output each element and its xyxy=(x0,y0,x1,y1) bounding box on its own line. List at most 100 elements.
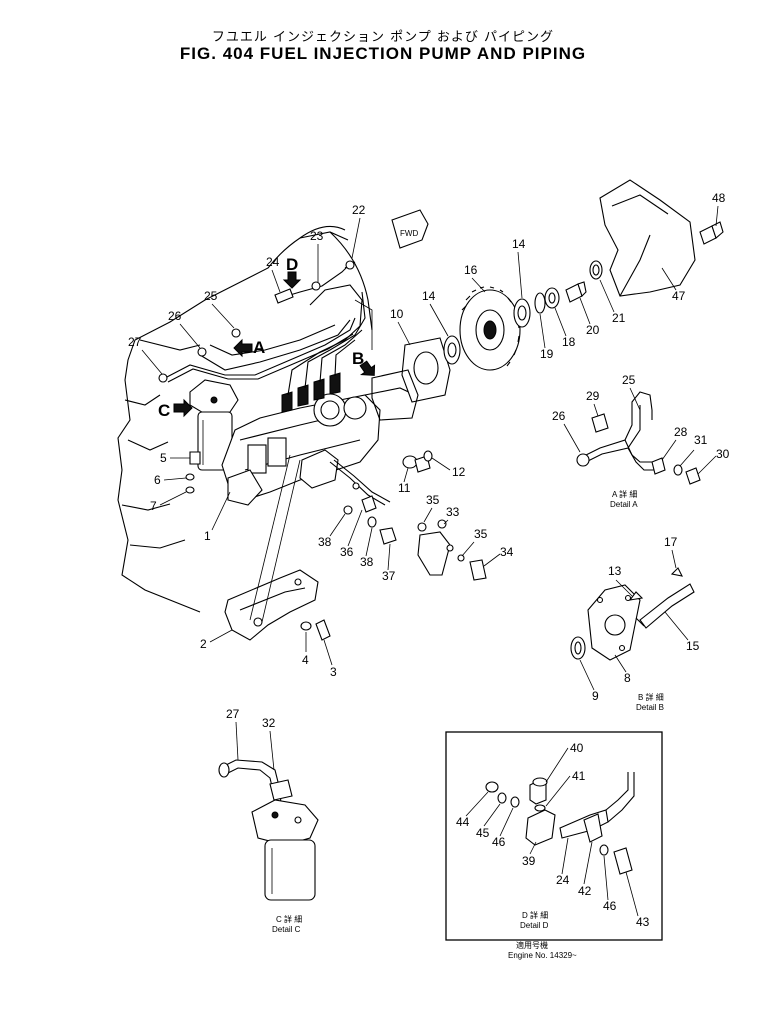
part-label-11: 11 xyxy=(398,481,411,495)
bearing-14b xyxy=(513,298,531,328)
part-label-14b: 14 xyxy=(512,237,526,251)
detail-b-jp: B 詳 細 xyxy=(638,692,664,702)
part-label-46a: 46 xyxy=(492,835,506,849)
view-marker-d-label: D xyxy=(286,255,298,274)
figure-title: FIG. 404 FUEL INJECTION PUMP AND PIPING xyxy=(179,44,587,63)
part-label-39: 39 xyxy=(522,854,536,868)
detail-d-jp: D 詳 細 xyxy=(522,910,548,920)
detail-d-box xyxy=(445,731,663,941)
part-label-27c: 27 xyxy=(226,707,240,721)
injection-pump-body xyxy=(221,372,416,506)
part-label-24d: 24 xyxy=(556,873,570,887)
part-label-10: 10 xyxy=(390,307,404,321)
bracket xyxy=(224,454,319,641)
part-label-3: 3 xyxy=(330,665,337,679)
gear-cover-47 xyxy=(599,179,696,297)
part-label-4: 4 xyxy=(302,653,309,667)
pump-drive-cover xyxy=(401,337,451,403)
detail-captions: A 詳 細 Detail A B 詳 細 Detail B C 詳 細 Deta… xyxy=(272,489,664,960)
detail-c-jp: C 詳 細 xyxy=(276,914,302,924)
part-label-40: 40 xyxy=(570,741,584,755)
part-label-28: 28 xyxy=(674,425,688,439)
part-callouts: 1 2 3 4 5 6 7 8 9 10 11 12 13 14 14 15 1 xyxy=(128,191,730,929)
gasket-10 xyxy=(371,369,419,421)
part-label-13: 13 xyxy=(608,564,622,578)
part-label-38b: 38 xyxy=(360,555,374,569)
title-japanese: フユエル インジェクション ポンプ および パイピング xyxy=(211,30,555,45)
detail-b-drawing xyxy=(570,567,695,661)
part-label-38a: 38 xyxy=(318,535,332,549)
bolt-48 xyxy=(699,221,724,245)
part-label-26: 26 xyxy=(168,309,182,323)
part-label-44: 44 xyxy=(456,815,470,829)
part-label-36: 36 xyxy=(340,545,354,559)
part-label-42: 42 xyxy=(578,884,592,898)
view-marker-c: C xyxy=(158,398,193,420)
part-label-1: 1 xyxy=(204,529,211,543)
part-label-7: 7 xyxy=(150,499,157,513)
detail-c-drawing xyxy=(218,759,319,901)
nut-18 xyxy=(544,287,560,309)
view-marker-c-label: C xyxy=(158,401,170,420)
part-label-17: 17 xyxy=(664,535,678,549)
part-label-32: 32 xyxy=(262,716,276,730)
detail-b-en: Detail B xyxy=(636,703,664,712)
part-label-24: 24 xyxy=(266,255,280,269)
part-label-6: 6 xyxy=(154,473,161,487)
part-label-21: 21 xyxy=(612,311,626,325)
view-marker-d: D xyxy=(282,255,302,289)
injection-piping xyxy=(158,260,366,396)
part-label-16: 16 xyxy=(464,263,478,277)
part-label-41: 41 xyxy=(572,769,586,783)
part-label-47: 47 xyxy=(672,289,686,303)
part-label-29: 29 xyxy=(586,389,600,403)
part-label-26a: 26 xyxy=(552,409,566,423)
fuel-filter-main xyxy=(189,379,239,471)
part-label-30: 30 xyxy=(716,447,730,461)
part-label-5: 5 xyxy=(160,451,167,465)
part-label-19: 19 xyxy=(540,347,554,361)
nut-21 xyxy=(589,260,603,280)
part-label-8: 8 xyxy=(624,671,631,685)
part-label-31: 31 xyxy=(694,433,708,447)
part-label-12: 12 xyxy=(452,465,466,479)
part-label-34: 34 xyxy=(500,545,514,559)
bearing-14a xyxy=(443,335,461,365)
bolt-11 xyxy=(402,450,433,473)
part-label-2: 2 xyxy=(200,637,207,651)
detail-a-drawing xyxy=(576,391,701,485)
fwd-label: FWD xyxy=(400,229,418,238)
part-label-14a: 14 xyxy=(422,289,436,303)
part-label-22: 22 xyxy=(352,203,366,217)
fwd-arrow-tag: FWD xyxy=(391,209,429,249)
part-label-18: 18 xyxy=(562,335,576,349)
part-label-43: 43 xyxy=(636,915,650,929)
part-label-20: 20 xyxy=(586,323,600,337)
bolt-3 xyxy=(300,619,331,641)
part-label-48: 48 xyxy=(712,191,726,205)
part-label-15: 15 xyxy=(686,639,700,653)
part-label-37: 37 xyxy=(382,569,396,583)
washer-19 xyxy=(534,292,546,314)
view-marker-b-label: B xyxy=(352,349,364,368)
view-marker-a-label: A xyxy=(253,338,265,357)
part-label-35b: 35 xyxy=(474,527,488,541)
detail-a-en: Detail A xyxy=(610,500,638,509)
applicability-jp: 適用号機 xyxy=(516,940,548,950)
drive-gear xyxy=(459,286,521,371)
view-marker-b: B xyxy=(352,349,376,376)
applicability-en: Engine No. 14329~ xyxy=(508,951,577,960)
part-label-35a: 35 xyxy=(426,493,440,507)
part-label-27: 27 xyxy=(128,335,142,349)
part-label-25a: 25 xyxy=(622,373,636,387)
part-label-9: 9 xyxy=(592,689,599,703)
bolt-20 xyxy=(565,281,587,303)
overflow-pipe-set xyxy=(329,459,487,581)
detail-c-en: Detail C xyxy=(272,925,301,934)
part-label-23: 23 xyxy=(310,229,324,243)
detail-a-jp: A 詳 細 xyxy=(612,489,637,499)
part-label-25: 25 xyxy=(204,289,218,303)
part-label-46b: 46 xyxy=(603,899,617,913)
engine-block-outline xyxy=(117,225,373,613)
